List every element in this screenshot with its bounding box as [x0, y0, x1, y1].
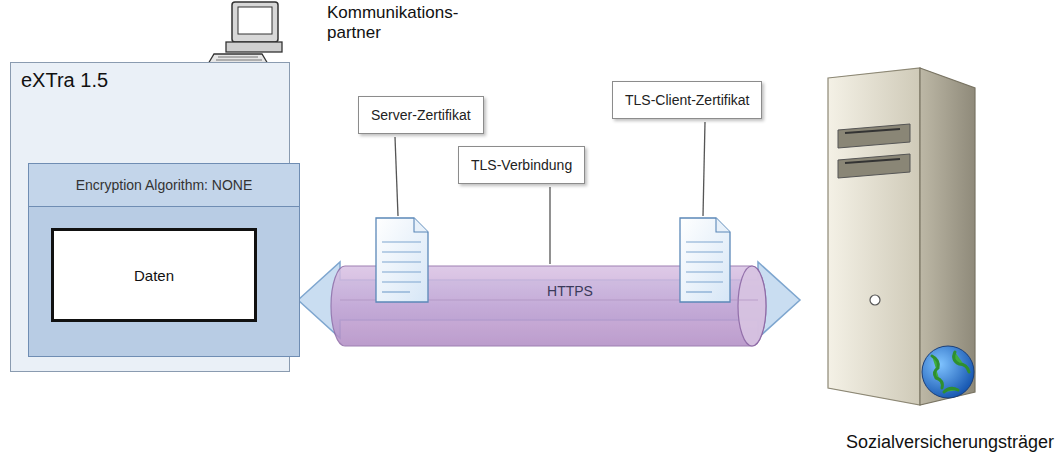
box-text: eXTra 1.5: [21, 69, 108, 92]
callout-box: Server-Zertifikat: [358, 96, 484, 134]
server-label: Sozialversicherungsträger: [846, 432, 1054, 453]
data-box: Daten: [51, 228, 257, 322]
device-label: Kommunikations- partner: [327, 3, 467, 42]
box-text: Encryption Algorithm: NONE: [29, 164, 299, 207]
header-box: Encryption Algorithm: NONE Daten: [28, 163, 300, 357]
container-box: eXTra 1.5Encryption Algorithm: NONEDaten: [10, 62, 290, 372]
leader-line: [549, 187, 550, 264]
callout-box: TLS-Verbindung: [458, 146, 585, 184]
box-text: TLS-Client-Zertifikat: [625, 92, 749, 108]
box-text: Server-Zertifikat: [371, 107, 471, 123]
computer-icon: [208, 2, 282, 64]
leader-line: [395, 137, 398, 216]
box-text: Daten: [134, 267, 174, 284]
tube-label: HTTPS: [520, 278, 620, 304]
certificate-document: [376, 218, 428, 302]
callout-box: TLS-Client-Zertifikat: [612, 81, 762, 119]
server-icon: [828, 68, 975, 405]
box-text: HTTPS: [547, 283, 593, 299]
box-text: TLS-Verbindung: [471, 157, 572, 173]
certificate-document: [680, 218, 730, 302]
leader-line: [703, 122, 705, 216]
